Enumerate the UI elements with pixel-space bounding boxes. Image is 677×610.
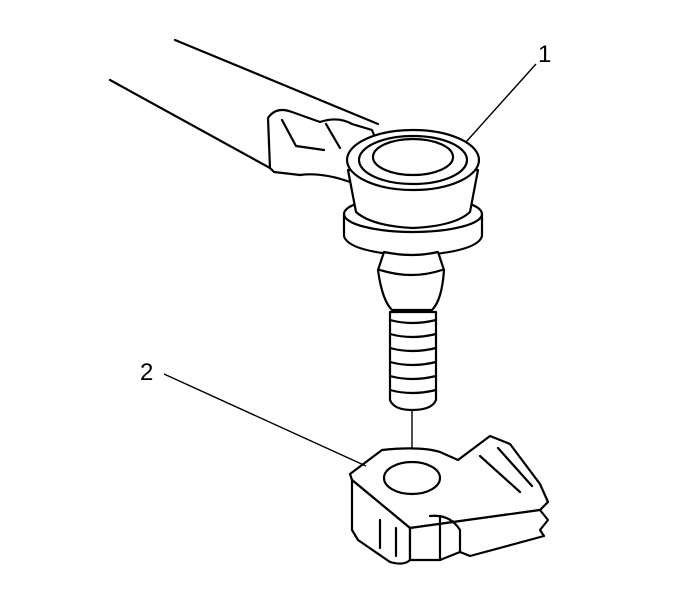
steering-knuckle [348,434,550,565]
tie-rod-shaft [108,38,382,184]
tie-rod-end [342,128,484,412]
callout-2-leader [163,373,367,467]
callout-2-label: 2 [140,359,153,386]
callout-1-leader [465,63,537,143]
callout-1-label: 1 [538,41,551,68]
